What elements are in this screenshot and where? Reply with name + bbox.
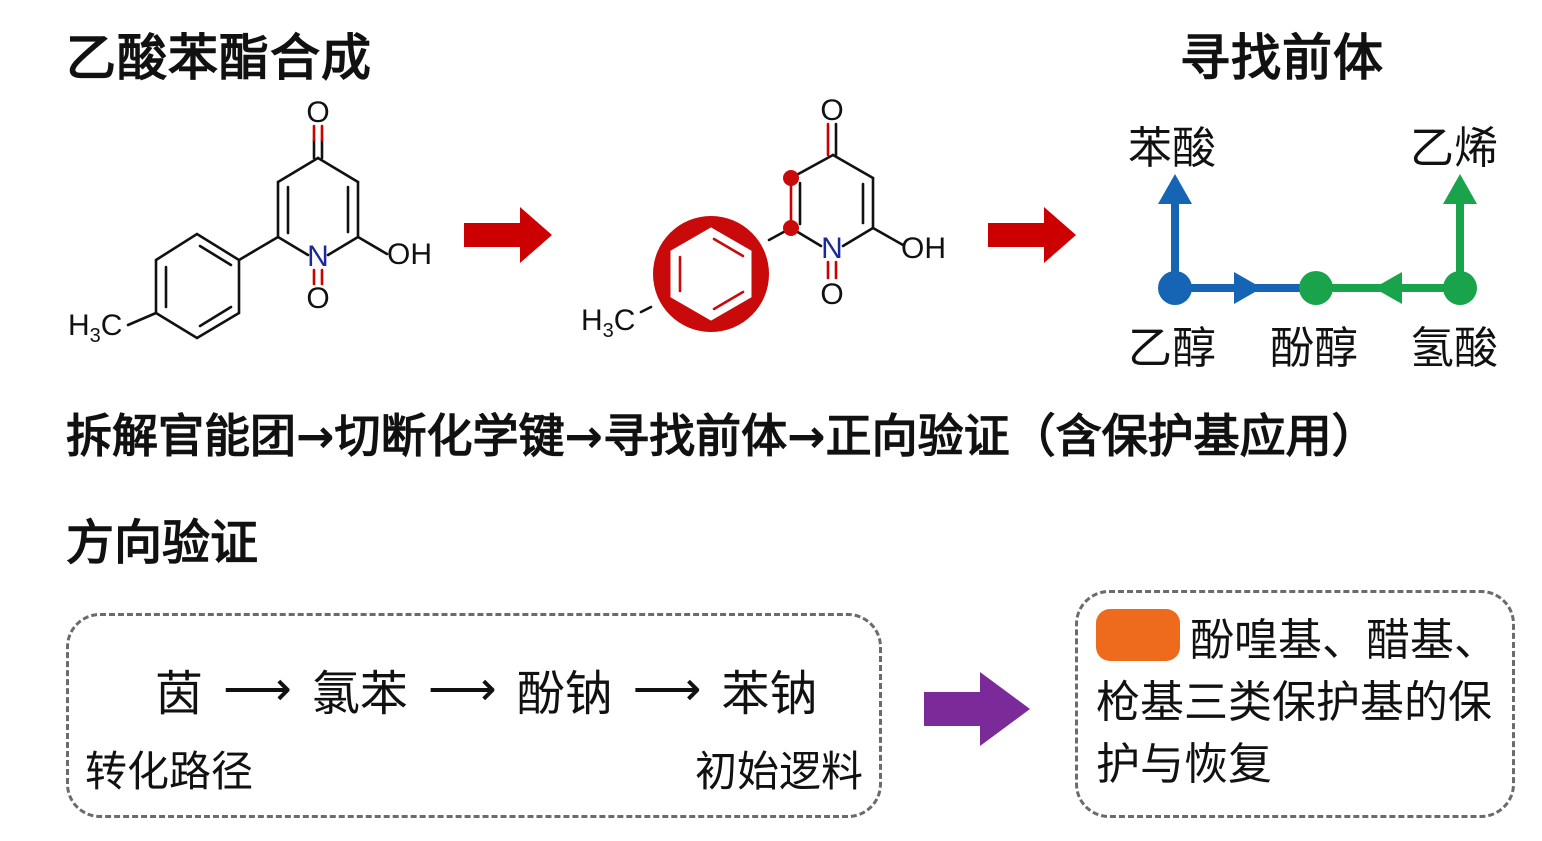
- node-label-top-left: 苯酸: [1128, 123, 1216, 174]
- atom-nitrogen: N: [307, 240, 329, 273]
- caption-right: 初始逻料: [694, 747, 863, 796]
- route-arrow-icon: ⟶: [223, 661, 292, 717]
- orange-marker-icon: [1096, 609, 1180, 661]
- atom-hydroxyl: OH: [387, 238, 432, 271]
- route-step: 苯钠: [721, 666, 818, 722]
- cut-point-upper: [783, 170, 799, 186]
- protecting-groups-text: 酚喤基、醋基、枪基三类保护基的保护与恢复: [1096, 615, 1498, 790]
- arrow-left-green-icon: [1374, 272, 1402, 304]
- atom-methyl: H3C: [68, 309, 122, 347]
- node-dot-acid: [1443, 271, 1477, 305]
- atom-oxygen-top: O: [306, 96, 329, 129]
- node-dot-ethanol: [1158, 271, 1192, 305]
- node-label-bottom-left: 乙醇: [1128, 323, 1216, 374]
- atom-oxygen-top: O: [820, 94, 843, 127]
- atom-methyl: H3C: [581, 304, 635, 342]
- caption-left: 转化路径: [85, 747, 254, 796]
- route-step: 酚钠: [516, 666, 613, 722]
- main-title: 乙酸苯酯合成: [66, 29, 372, 87]
- cut-point-lower: [783, 220, 799, 236]
- verification-title: 方向验证: [66, 515, 259, 571]
- molecule-structure-disconnection: O N O OH H3C: [581, 94, 946, 342]
- route-arrow-icon: ⟶: [427, 661, 497, 717]
- route-row: 茵 ⟶ 氯苯 ⟶ 酚钠 ⟶ 苯钠: [155, 654, 818, 724]
- molecule-bonds: [126, 124, 389, 340]
- purple-arrow-icon: [924, 672, 1030, 746]
- arrow-up-blue-icon: [1158, 174, 1192, 204]
- red-arrow-icon: [464, 207, 552, 263]
- arrow-up-green-icon: [1443, 174, 1477, 204]
- route-box: 茵 ⟶ 氯苯 ⟶ 酚钠 ⟶ 苯钠 转化路径 初始逻料: [66, 613, 882, 818]
- route-arrow-icon: ⟶: [632, 661, 702, 717]
- protecting-groups-box: 酚喤基、醋基、枪基三类保护基的保护与恢复: [1075, 590, 1515, 818]
- atom-nitrogen: N: [821, 232, 843, 265]
- benzene-ring: [154, 232, 241, 340]
- molecule-structure-original: O N O OH H3C: [68, 96, 432, 347]
- node-label-bottom-right: 氢酸: [1410, 323, 1498, 374]
- atom-hydroxyl: OH: [901, 232, 946, 265]
- pipeline-text: 拆解官能团→切断化学键→寻找前体→正向验证（含保护基应用）: [66, 409, 1378, 463]
- node-dot-phenol: [1299, 271, 1333, 305]
- route-step: 氯苯: [311, 666, 408, 722]
- atom-oxygen-bottom: O: [306, 282, 329, 315]
- node-label-top-right: 乙烯: [1410, 123, 1498, 174]
- node-label-bottom-middle: 酚醇: [1270, 323, 1358, 374]
- protecting-groups-content: 酚喤基、醋基、枪基三类保护基的保护与恢复: [1096, 609, 1502, 796]
- atom-oxygen-bottom: O: [820, 278, 843, 311]
- precursor-title: 寻找前体: [1180, 29, 1384, 87]
- route-step: 茵: [155, 666, 204, 722]
- arrow-right-blue-icon: [1234, 272, 1262, 304]
- red-arrow-icon: [988, 207, 1076, 263]
- precursor-map: [1158, 174, 1477, 305]
